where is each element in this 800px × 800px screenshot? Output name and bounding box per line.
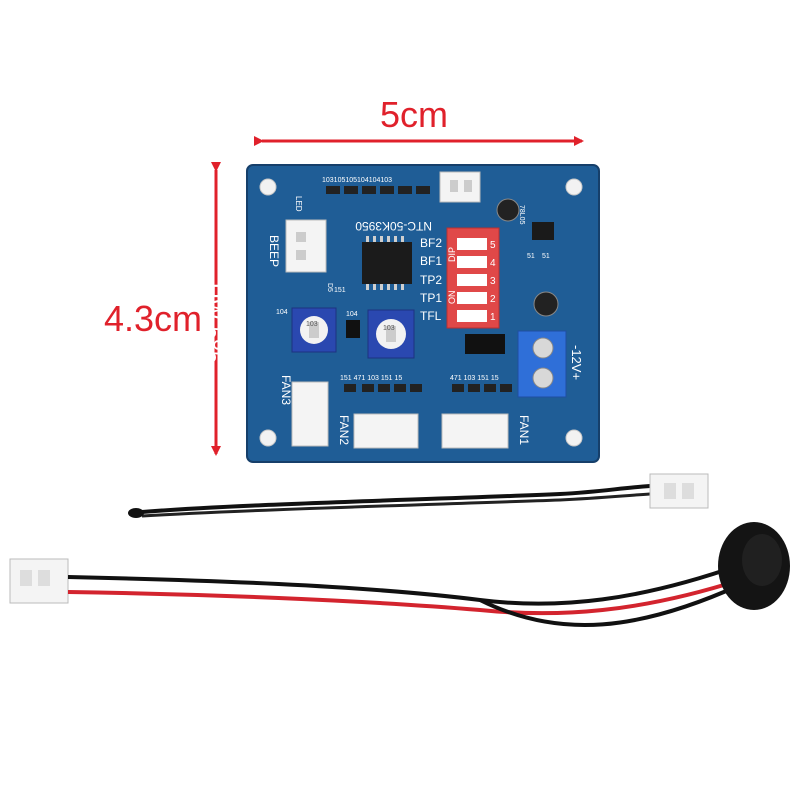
electrolytic-capacitor xyxy=(496,198,520,222)
pot-code-left: 103 xyxy=(306,321,318,328)
jumper-header xyxy=(465,334,505,354)
resistor-code-104b: 104 xyxy=(346,311,358,318)
dip-number-5: 5 xyxy=(490,240,496,251)
resistor-code-104a: 104 xyxy=(276,309,288,316)
resistor-code-right: 471 103 151 15 xyxy=(450,375,499,382)
dip-number-1: 1 xyxy=(490,312,496,323)
dip-number-2: 2 xyxy=(490,294,496,305)
mounting-hole xyxy=(259,178,277,196)
dip-on-label: ON xyxy=(447,291,457,305)
mounting-hole xyxy=(259,429,277,447)
voltage-regulator xyxy=(532,222,554,240)
fan3-label: FAN3 xyxy=(279,375,293,405)
resistor-code-51b: 51 xyxy=(542,253,550,260)
beep-connector xyxy=(285,219,327,273)
dip-switch xyxy=(446,227,500,329)
resistor-code-151: 151 xyxy=(334,287,346,294)
top-resistor-codes: 103105105104104103 xyxy=(322,177,392,184)
pot-code-right: 103 xyxy=(383,325,395,332)
tp1-label: TP1 xyxy=(420,291,442,305)
thermistor-connector xyxy=(649,473,709,509)
smd-component xyxy=(346,320,360,338)
fan1-connector xyxy=(441,413,509,449)
sensor-connector xyxy=(439,171,481,203)
fan1-label: FAN1 xyxy=(517,415,531,445)
power-terminal-block xyxy=(517,330,567,398)
tfl-label: TFL xyxy=(420,309,442,323)
tp2-label: TP2 xyxy=(420,273,442,287)
mounting-hole xyxy=(565,429,583,447)
fan2-connector xyxy=(353,413,419,449)
resistor-code-51a: 51 xyxy=(527,253,535,260)
dip-label: DIP xyxy=(447,247,457,262)
ic-chip xyxy=(362,242,412,284)
mounting-hole xyxy=(565,178,583,196)
resistor-code-left: 151 471 103 151 15 xyxy=(340,375,402,382)
smd-resistor-row-bottom xyxy=(344,384,512,392)
smd-resistor-row xyxy=(326,186,430,194)
model-label: HW-585. xyxy=(201,283,226,369)
led-label: LED xyxy=(294,196,303,212)
trim-potentiometer-right xyxy=(367,309,415,359)
pcb-board xyxy=(246,164,600,463)
sensor-model-label: NTC-50K3950 xyxy=(355,219,432,233)
fan2-label: FAN2 xyxy=(337,415,351,445)
regulator-label: 78L05 xyxy=(518,205,525,225)
bf2-label: BF2 xyxy=(420,236,442,250)
beep-label: BEEP xyxy=(267,235,281,267)
thermistor-tip xyxy=(128,508,144,518)
buzzer-cable xyxy=(9,522,790,628)
thermistor-probe xyxy=(128,473,709,518)
dip-number-4: 4 xyxy=(490,258,496,269)
height-dimension-label: 4.3cm xyxy=(104,298,203,339)
fan3-connector xyxy=(291,381,329,447)
electrolytic-capacitor xyxy=(533,291,559,317)
width-dimension-label: 5cm xyxy=(380,94,449,135)
trim-potentiometer-left xyxy=(291,307,337,353)
bf1-label: BF1 xyxy=(420,254,442,268)
diode-label: D5 xyxy=(326,283,333,292)
dip-number-3: 3 xyxy=(490,276,496,287)
power-label: -12V+ xyxy=(569,345,584,380)
